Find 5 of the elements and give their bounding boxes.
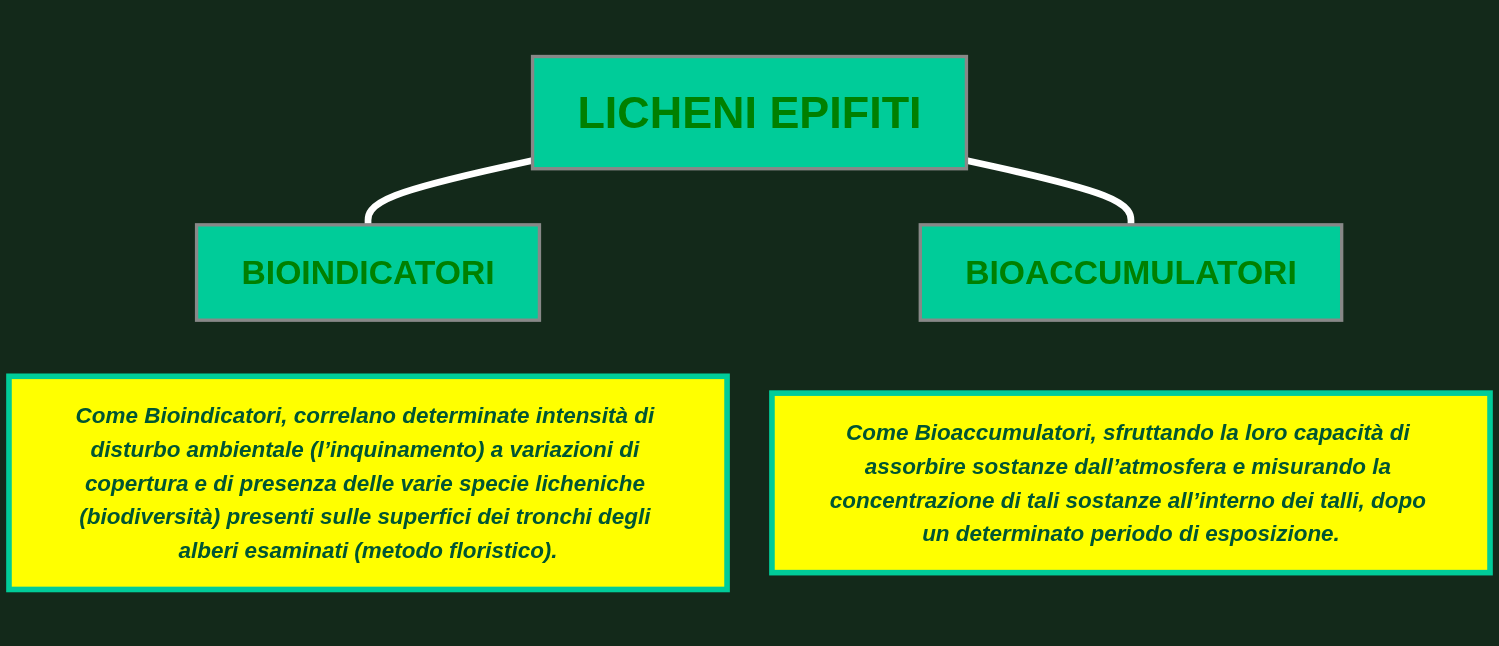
node-box: Come Bioaccumulatori, sfruttando la loro capacità di assorbire sostanze dall’atmosfera e misurando la concentrazione di tali sostanze all’interno dei talli, dopo un determinato periodo di esposizione. (769, 390, 1493, 576)
node-box: BIOINDICATORI (194, 223, 542, 322)
node-box: Come Bioindicatori, correlano determinate intensità di disturbo ambientale (l’inquinamento) a variazioni di copertura e di presenza delle varie specie licheniche (biodiversità) presenti sulle superfici dei tronchi degli alberi esaminati (metodo floristico). (6, 373, 730, 593)
node-box: LICHENI EPIFITI (530, 54, 969, 171)
node-box: BIOACCUMULATORI (918, 223, 1344, 322)
